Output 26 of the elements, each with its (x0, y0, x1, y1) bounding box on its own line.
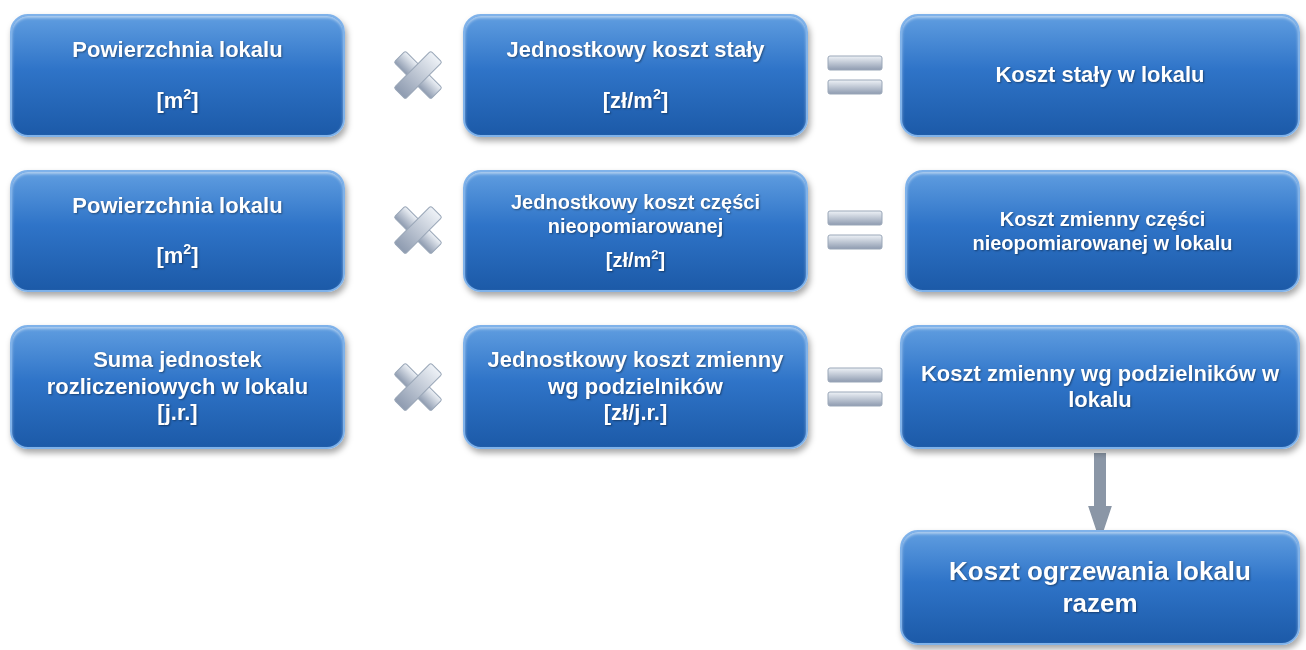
process-box (905, 170, 1300, 292)
process-box (463, 325, 808, 449)
box-text: Powierzchnia lokalu (72, 192, 283, 219)
process-box (900, 325, 1300, 449)
box-text: Jednostkowy koszt stały (506, 37, 765, 64)
box-text: Suma jednostek rozliczeniowych w lokalu (45, 347, 310, 401)
process-box (900, 14, 1300, 137)
process-box (10, 325, 345, 449)
box-text: Powierzchnia lokalu (72, 37, 283, 64)
box-text: [zł/j.r.] (603, 400, 668, 427)
process-box (900, 530, 1300, 645)
box-text: Koszt zmienny wg podzielników w lokalu (919, 360, 1281, 414)
box-text: Jednostkowy koszt zmienny wg podzielników (486, 347, 785, 401)
box-text: [m$^{2}$] (156, 87, 199, 114)
process-box (10, 170, 345, 292)
process-box (463, 170, 808, 292)
box-text: [j.r.] (157, 400, 198, 427)
box-text: [zł/m$^{2}$] (602, 87, 669, 114)
process-box (10, 14, 345, 137)
box-text: Jednostkowy koszt części nieopomiarowanej (510, 190, 761, 238)
box-text: Koszt ogrzewania lokalu razem (948, 556, 1252, 619)
process-box (463, 14, 808, 137)
box-text: Koszt stały w lokalu (995, 62, 1205, 89)
box-text: [zł/m$^{2}$] (605, 248, 666, 272)
box-text: [m$^{2}$] (156, 243, 199, 270)
box-text: Koszt zmienny części nieopomiarowanej w lokalu (971, 207, 1234, 255)
